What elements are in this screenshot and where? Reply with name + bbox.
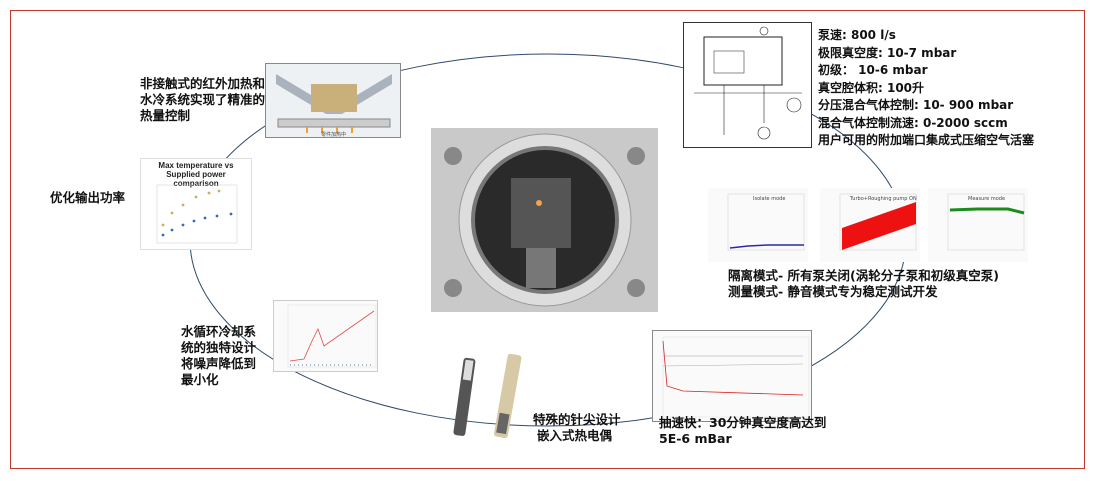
power-chart-title: Max temperature vs Supplied power compar… [158,161,234,188]
vacuum-schematic-image [683,22,812,148]
noise-note-line: 最小化 [181,372,219,387]
mode-chart-turbo: Turbo+Roughing pump ON [820,188,920,262]
noise-note-line: 统的独特设计 [181,340,257,355]
mode-chart-legend: Isolate mode [753,196,786,202]
spec-roughing: 初级： 10-6 mbar [818,63,928,77]
mode-chart-measure: Measure mode [928,188,1028,262]
modes-note-line: 隔离模式- 所有泵关闭(涡轮分子泵和初级真空泵) [728,268,999,283]
mode-chart-isolate: Isolate mode [708,188,808,262]
heating-note: 非接触式的红外加热和 水冷系统实现了精准的 热量控制 [140,76,265,124]
pump-note: 抽速快：30分钟真空度高达到 5E-6 mBar [659,415,826,447]
noise-note: 水循环冷却系 统的独特设计 将噪声降低到 最小化 [181,324,256,388]
spec-list: 泵速: 800 l/s 极限真空度: 10-7 mbar 初级： 10-6 mb… [818,27,1034,150]
spec-gas-flow: 混合气体控制流速: 0-2000 sccm [818,115,1008,130]
spec-extra-ports: 用户可用的附加端口集成式压缩空气活塞 [818,133,1035,147]
modes-note-line: 测量模式- 静音模式专为稳定测试开发 [728,284,938,299]
mode-chart-legend: Measure mode [968,196,1006,202]
heater-caption: 零件加热中 [321,132,347,138]
slide-frame [10,10,1085,469]
tip-note-line: 嵌入式热电偶 [537,428,613,443]
heating-note-line: 热量控制 [140,108,191,123]
spec-pump-speed: 泵速: 800 l/s [818,28,896,42]
power-note: 优化输出功率 [50,190,126,205]
pumpdown-chart-image [652,330,812,422]
tip-note-line: 特殊的针尖设计 [533,412,621,427]
thermocouple-tips-image [440,350,530,450]
spec-partial-pressure: 分压混合气体控制: 10- 900 mbar [818,98,1014,112]
heater-image: 零件加热中 [265,63,401,138]
heating-note-line: 水冷系统实现了精准的 [140,92,266,107]
noise-note-line: 将噪声降低到 [181,356,257,371]
tip-note: 特殊的针尖设计 嵌入式热电偶 [533,412,621,444]
spec-ultimate-vacuum: 极限真空度: 10-7 mbar [818,45,957,60]
power-chart-image: Max temperature vs Supplied power compar… [140,158,252,250]
spec-chamber-volume: 真空腔体积: 100升 [818,80,925,95]
heating-note-line: 非接触式的红外加热和 [140,76,266,91]
pump-note-line: 5E-6 mBar [659,431,732,446]
mode-chart-legend: Turbo+Roughing pump ON [850,196,917,202]
chamber-window-photo [431,128,658,312]
pump-note-line: 抽速快：30分钟真空度高达到 [659,415,827,430]
noise-chart-image [273,300,378,372]
noise-note-line: 水循环冷却系 [181,324,257,339]
modes-note: 隔离模式- 所有泵关闭(涡轮分子泵和初级真空泵) 测量模式- 静音模式专为稳定测… [728,268,999,300]
